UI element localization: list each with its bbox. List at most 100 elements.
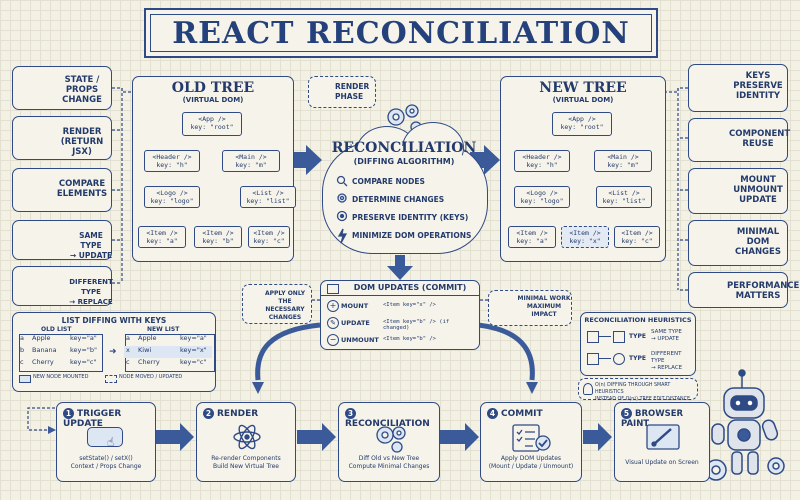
- gears-icon: [376, 426, 406, 453]
- step-desc: setState() / setX() Context / Props Chan…: [70, 455, 142, 470]
- left-card-same-type: SAME TYPE → UPDATE: [12, 220, 112, 260]
- lightning-icon: [337, 228, 348, 244]
- old-node-logo: <Logo /> key: "logo": [144, 186, 200, 208]
- heuristics-title: RECONCILIATION HEURISTICS: [584, 316, 692, 324]
- paintbrush-icon: [646, 424, 680, 450]
- apply-note: APPLY ONLY THE NECESSARY CHANGES: [242, 284, 312, 324]
- minimal-note: MINIMAL WORK MAXIMUM IMPACT: [488, 290, 572, 326]
- apply-note-text: APPLY ONLY THE NECESSARY CHANGES: [264, 290, 306, 321]
- old-node-app: <App /> key: "root": [182, 112, 242, 136]
- left-card-compare: COMPARE ELEMENTS: [12, 168, 112, 212]
- new-node-item-c: <Item /> key: "c": [614, 226, 660, 248]
- old-node-list: <List /> key: "list": [240, 186, 296, 208]
- right-card-performance: PERFORMANCE MATTERS: [688, 272, 799, 308]
- step-desc: Visual Update on Screen: [625, 459, 699, 466]
- legend-new: NEW NODE MOUNTED: [33, 374, 89, 380]
- old-tree-title: OLD TREE: [171, 80, 255, 96]
- render-phase-badge: RENDER PHASE: [308, 76, 376, 108]
- robot-illustration: [705, 369, 785, 481]
- gear-icon: [337, 193, 347, 203]
- new-node-item-a: <Item /> key: "a": [508, 226, 556, 248]
- title-banner: REACT RECONCILIATION: [144, 8, 658, 58]
- dom-op-unmount: UNMOUNT: [341, 336, 379, 344]
- step-title: 3RECONCILIATION: [345, 408, 430, 429]
- pointer-button-icon: [87, 427, 123, 447]
- left-card-different-type: DIFFERENT TYPE → REPLACE: [12, 266, 113, 306]
- reconciliation-title: RECONCILIATION: [331, 140, 477, 156]
- edit-icon: ✎: [327, 317, 339, 329]
- render-phase-label: RENDER PHASE: [335, 82, 370, 101]
- right-card-label: MINIMAL DOM CHANGES: [735, 227, 781, 257]
- left-card-label: RENDER (RETURN JSX): [60, 127, 104, 157]
- left-card-label: DIFFERENT TYPE → REPLACE: [69, 278, 113, 306]
- old-list-label: OLD LIST: [41, 326, 72, 333]
- list-diffing-title: LIST DIFFING WITH KEYS: [61, 316, 167, 325]
- dom-op-update: UPDATE: [341, 319, 370, 327]
- reconciliation-item: PRESERVE IDENTITY (KEYS): [352, 213, 469, 222]
- heuristics-note-text: O(n) DIFFING THROUGH SMART HEURISTICS IN…: [595, 383, 690, 402]
- left-card-state-props: STATE / PROPS CHANGE: [12, 66, 112, 110]
- step-desc: Apply DOM Updates (Mount / Update / Unmo…: [488, 455, 574, 470]
- new-node-app: <App /> key: "root": [552, 112, 612, 136]
- reconciliation-icons: [336, 175, 348, 244]
- left-card-label: STATE / PROPS CHANGE: [62, 75, 102, 105]
- heuristic-result: DIFFERENT TYPE → REPLACE: [651, 351, 683, 371]
- right-card-label: MOUNT UNMOUNT UPDATE: [733, 175, 783, 205]
- right-card-label: COMPONENT REUSE: [729, 129, 791, 149]
- heuristics-panel: RECONCILIATION HEURISTICS TYPE SAME TYPE…: [580, 312, 696, 376]
- step-reconciliation: 3RECONCILIATION Diff Old vs New Tree Com…: [338, 402, 440, 482]
- old-node-item-b: <Item /> key: "b": [194, 226, 242, 248]
- new-node-header: <Header /> key: "h": [514, 150, 570, 172]
- atom-icon: [233, 424, 261, 450]
- right-card-reuse: COMPONENT REUSE: [688, 118, 791, 162]
- dom-op-detail: <Item key="x" />: [383, 302, 436, 308]
- hand-pointer-icon: ☝: [107, 435, 115, 449]
- minimal-note-text: MINIMAL WORK MAXIMUM IMPACT: [517, 295, 571, 318]
- page-title: REACT RECONCILIATION: [172, 16, 630, 51]
- new-tree-subtitle: (VIRTUAL DOM): [552, 96, 614, 104]
- new-node-logo: <Logo /> key: "logo": [514, 186, 570, 208]
- new-node-list: <List /> key: "list": [596, 186, 652, 208]
- search-icon: [336, 175, 348, 187]
- right-card-minimal: MINIMAL DOM CHANGES: [688, 220, 788, 266]
- lightbulb-icon: [583, 383, 593, 395]
- reconciliation-item: DETERMINE CHANGES: [352, 195, 445, 204]
- legend-moved: NODE MOVED / UPDATED: [119, 374, 183, 380]
- reconciliation-subtitle: (DIFFING ALGORITHM): [353, 157, 455, 166]
- dom-op-detail: <Item key="b" /> (if changed): [383, 319, 450, 331]
- left-card-label: COMPARE ELEMENTS: [56, 179, 108, 199]
- right-card-label: KEYS PRESERVE IDENTITY: [733, 71, 783, 101]
- left-card-render: RENDER (RETURN JSX): [12, 116, 112, 160]
- new-node-item-x: <Item /> key: "x": [561, 226, 609, 248]
- old-node-header: <Header /> key: "h": [144, 150, 200, 172]
- minus-icon: −: [327, 334, 339, 346]
- right-card-keys: KEYS PRESERVE IDENTITY: [688, 64, 788, 112]
- checklist-icon: [512, 424, 551, 452]
- target-icon: [336, 210, 348, 222]
- new-node-main: <Main /> key: "m": [594, 150, 652, 172]
- left-card-label: SAME TYPE → UPDATE: [69, 231, 113, 260]
- step-desc: Re-render Components Build New Virtual T…: [211, 455, 281, 470]
- arrow-right-icon: ➜: [109, 347, 117, 357]
- dom-updates-panel: DOM UPDATES (COMMIT) + MOUNT <Item key="…: [320, 280, 480, 350]
- new-tree-title: NEW TREE: [539, 80, 627, 96]
- heuristic-type: TYPE: [629, 333, 646, 340]
- dom-op-mount: MOUNT: [341, 302, 369, 310]
- old-node-item-a: <Item /> key: "a": [138, 226, 186, 248]
- old-node-item-c: <Item /> key: "c": [248, 226, 290, 248]
